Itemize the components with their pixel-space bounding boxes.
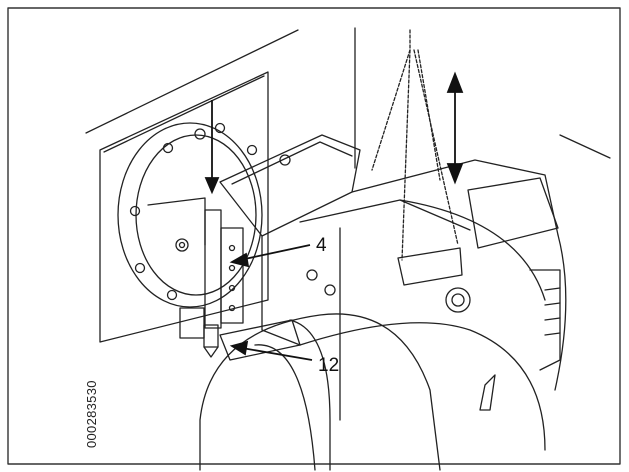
callout-12-leader <box>241 347 313 361</box>
wall-outline <box>85 27 611 169</box>
document-code: 000283530 <box>84 380 99 448</box>
hinge-assembly <box>179 209 244 358</box>
sight-glass <box>445 287 471 313</box>
fan-casing <box>199 313 441 471</box>
callout-label-12: 12 <box>318 355 340 376</box>
motor <box>467 177 561 371</box>
lifting-chain <box>371 29 463 286</box>
mounting-flange <box>117 122 263 308</box>
housing-top <box>219 134 361 237</box>
callout-label-4: 4 <box>316 235 327 256</box>
wall-plate <box>99 71 269 343</box>
housing-body <box>261 159 567 451</box>
slide-bar <box>219 319 301 361</box>
callout-4-leader <box>239 244 311 261</box>
